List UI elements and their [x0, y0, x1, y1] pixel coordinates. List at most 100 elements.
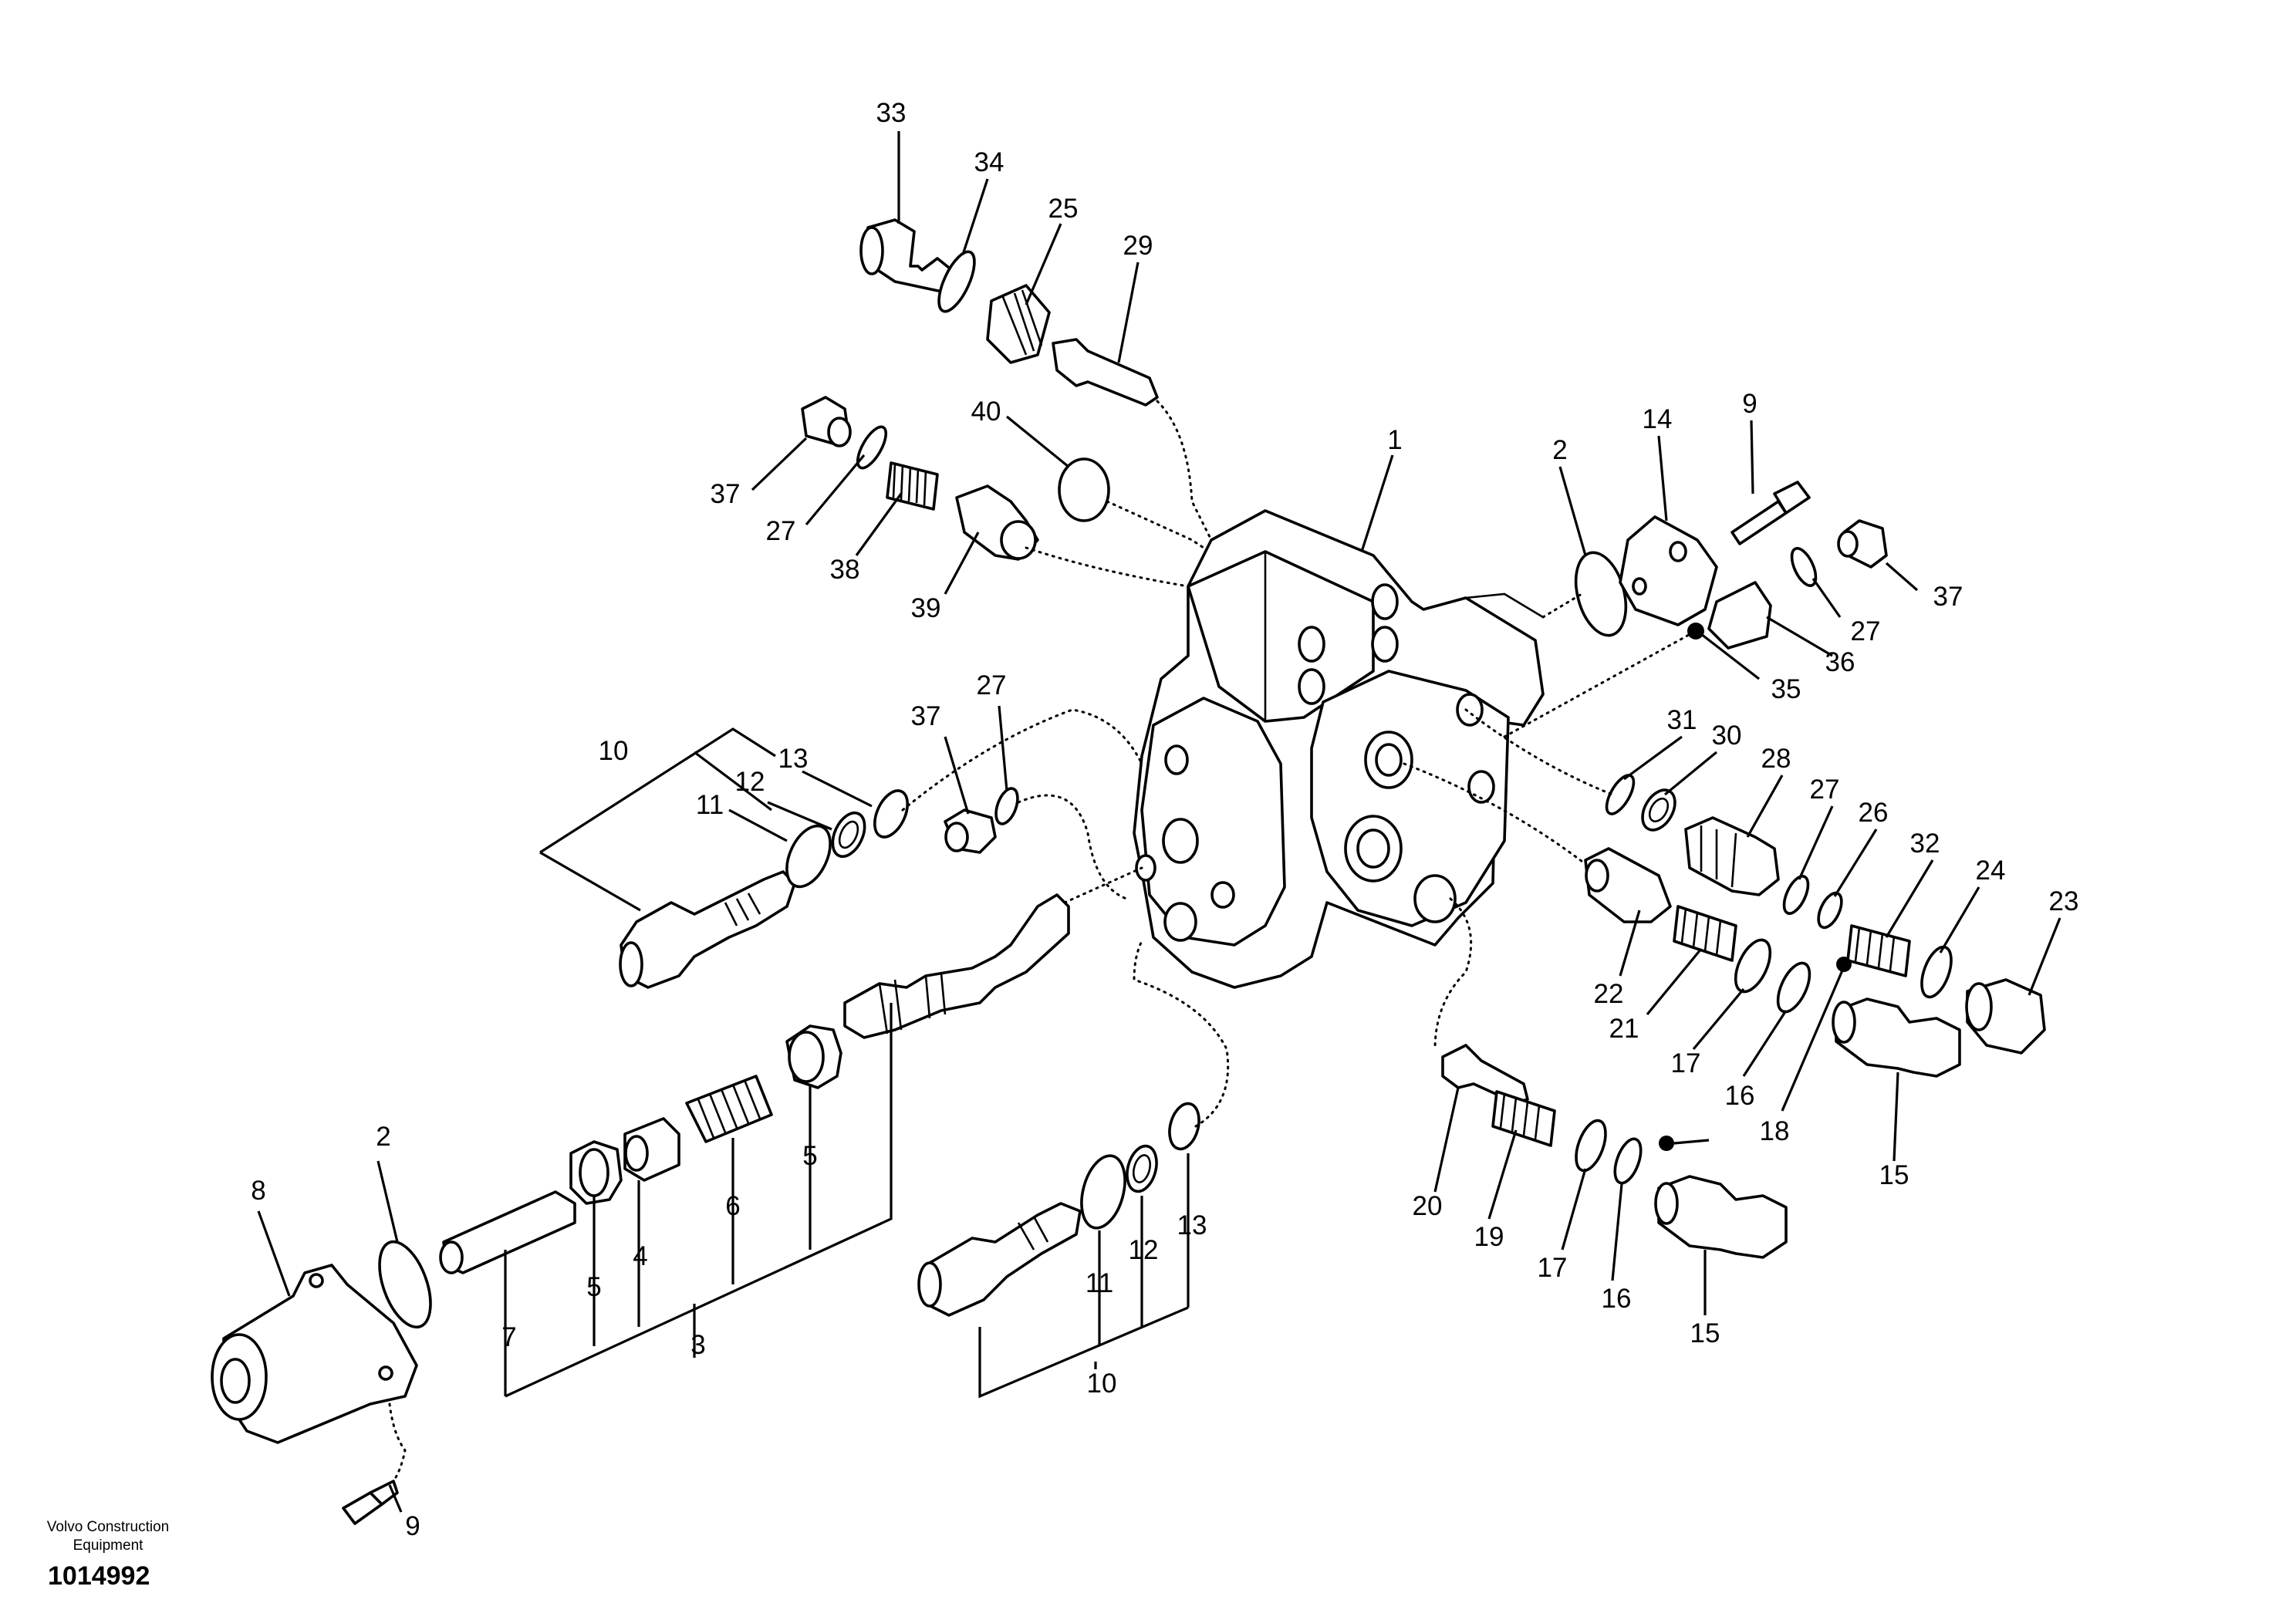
part-26-backup-ring	[1817, 891, 1843, 930]
callout: 23	[2049, 886, 2079, 916]
part-35-marker	[1687, 623, 1704, 640]
part-37-plug-middle	[944, 808, 997, 854]
callout: 37	[1933, 582, 1963, 612]
part-29-poppet	[1052, 338, 1159, 407]
part-33-plug	[859, 218, 958, 295]
callout: 27	[977, 670, 1007, 700]
part-12-backup-ring-upper	[831, 811, 866, 859]
part-11-o-ring-lower	[1080, 1154, 1126, 1230]
part-36-sleeve	[1707, 581, 1772, 650]
brand-line-2: Equipment	[73, 1537, 144, 1554]
callout: 3	[690, 1330, 705, 1360]
callout: 11	[696, 790, 724, 820]
part-24-o-ring	[1920, 945, 1953, 999]
part-5-seat-lower	[569, 1140, 623, 1205]
callout: 39	[911, 593, 941, 623]
callout: 26	[1859, 798, 1889, 828]
callout: 30	[1712, 721, 1742, 751]
callout: 11	[1086, 1268, 1113, 1298]
callout: 29	[1123, 231, 1153, 261]
callout: 34	[974, 147, 1004, 177]
callout: 7	[501, 1322, 516, 1352]
part-7-pin	[439, 1190, 576, 1274]
part-27-o-ring-middle	[994, 787, 1019, 825]
part-18-marker-lower	[1659, 1136, 1674, 1151]
callout: 28	[1761, 744, 1791, 774]
part-37-plug-upper-left	[801, 396, 852, 447]
callout: 20	[1413, 1191, 1443, 1221]
callout: 15	[1690, 1318, 1720, 1348]
part-17-o-ring-lower	[1575, 1119, 1607, 1173]
part-34-o-ring	[937, 250, 976, 313]
callout: 36	[1825, 647, 1855, 677]
callout: 13	[778, 744, 809, 774]
callout: 27	[1810, 775, 1840, 805]
part-25-sleeve	[986, 284, 1051, 364]
callout: 6	[725, 1191, 740, 1221]
part-19-spring	[1491, 1090, 1556, 1147]
callout: 10	[1087, 1369, 1117, 1399]
callout: 37	[711, 479, 741, 509]
callout: 22	[1594, 979, 1624, 1009]
callout: 27	[766, 516, 796, 546]
callout: 9	[1742, 389, 1757, 419]
part-15-plug-lower	[1654, 1175, 1788, 1259]
callout: 35	[1771, 674, 1801, 704]
callout: 14	[1643, 404, 1673, 434]
valve-body	[1133, 509, 1545, 989]
part-12-backup-ring-lower	[1126, 1144, 1158, 1193]
callout: 12	[1129, 1235, 1159, 1265]
callout: 17	[1538, 1253, 1568, 1283]
callout: 4	[633, 1241, 647, 1271]
callout: 15	[1879, 1160, 1909, 1190]
part-27-o-ring-right	[1790, 547, 1818, 587]
part-31-o-ring	[1605, 774, 1636, 815]
part-32-spring	[1846, 924, 1911, 977]
callout: 16	[1725, 1081, 1755, 1111]
part-10-relief-valve-upper	[619, 870, 796, 989]
part-2-o-ring-left	[378, 1240, 432, 1329]
part-3-spool	[843, 893, 1070, 1039]
footer: Volvo Construction Equipment 1014992	[15, 1518, 201, 1591]
part-13-o-ring-lower	[1168, 1102, 1200, 1151]
callout: 37	[911, 701, 941, 731]
part-11-o-ring-upper	[785, 824, 832, 889]
callout: 40	[971, 397, 1001, 427]
part-28-cartridge	[1684, 816, 1780, 896]
part-18-marker-upper	[1836, 957, 1852, 972]
callout-labels: 33 34 25 29 40 1 37 27 38 39 2 14 9 37 2…	[251, 98, 2078, 1541]
callout: 19	[1474, 1222, 1504, 1252]
callout: 2	[1552, 435, 1567, 465]
document-number: 1014992	[48, 1561, 150, 1591]
part-6-spring	[685, 1075, 773, 1143]
callout: 31	[1667, 705, 1697, 735]
callout: 17	[1671, 1048, 1701, 1078]
callout: 18	[1760, 1116, 1790, 1146]
part-14-flange	[1619, 515, 1718, 626]
part-16-backup-ring-lower	[1613, 1137, 1643, 1185]
part-40-o-ring	[1058, 457, 1110, 522]
part-10-relief-valve-lower	[917, 1202, 1082, 1317]
callout: 33	[876, 98, 907, 128]
part-17-o-ring-upper	[1734, 938, 1772, 994]
callout: 13	[1177, 1210, 1207, 1240]
callout: 12	[735, 767, 765, 797]
brand-line-1: Volvo Construction	[46, 1519, 170, 1535]
part-16-backup-ring-upper	[1776, 961, 1811, 1014]
part-27-o-ring-lower-right	[1782, 875, 1810, 915]
callout: 16	[1602, 1284, 1632, 1314]
part-13-o-ring-upper	[873, 789, 909, 839]
callout: 38	[830, 555, 860, 585]
callout: 21	[1609, 1014, 1639, 1044]
callout: 32	[1910, 829, 1940, 859]
part-30-backup-ring	[1641, 788, 1676, 832]
callout: 10	[599, 736, 629, 766]
callout: 2	[376, 1122, 390, 1152]
part-5-seat-upper	[785, 1024, 842, 1089]
part-37-plug-right	[1837, 519, 1888, 569]
callout: 27	[1851, 616, 1881, 646]
part-9-bolt-upper	[1730, 481, 1811, 545]
part-27-o-ring-upper-left	[856, 425, 888, 470]
assembly-lines	[388, 400, 1697, 1483]
